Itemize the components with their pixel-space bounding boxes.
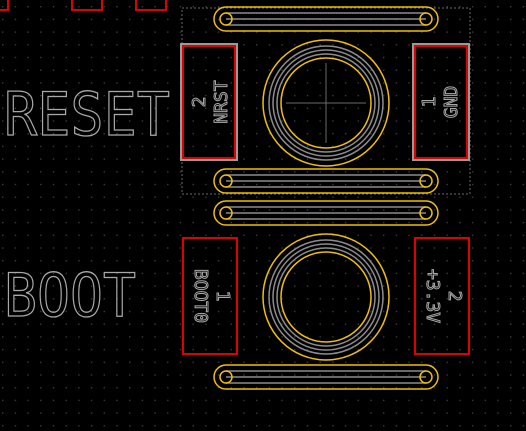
- boot-label: BOOT: [4, 261, 136, 331]
- reset-pad-left[interactable]: 2 NRST: [180, 43, 238, 161]
- top-partial-pads: [0, 0, 167, 11]
- boot-button-circle: [262, 233, 390, 361]
- pad-net-name: GND: [441, 86, 462, 119]
- boot-switch-footprint[interactable]: BOOT0 1 +3.3V 2: [182, 200, 470, 390]
- crosshair-icon: [286, 63, 366, 143]
- pad-number: 2: [189, 97, 210, 108]
- pad-net-name: BOOT0: [190, 269, 211, 323]
- reset-pad-right[interactable]: 1 GND: [412, 43, 470, 161]
- partial-pad: [71, 0, 103, 11]
- pad-number: 2: [444, 291, 465, 302]
- courtyard-bar-bottom: [213, 364, 439, 390]
- reset-label: RESET: [4, 80, 170, 150]
- courtyard-bar-bottom: [213, 168, 439, 194]
- partial-pad: [135, 0, 167, 11]
- boot-pad-left[interactable]: BOOT0 1: [182, 237, 238, 355]
- pad-net-name: +3.3V: [422, 269, 443, 323]
- boot-pad-right[interactable]: +3.3V 2: [414, 237, 470, 355]
- pad-net-name: NRST: [211, 80, 232, 124]
- courtyard-bar-top: [213, 200, 439, 226]
- reset-switch-footprint[interactable]: 2 NRST 1 GND: [180, 6, 471, 195]
- courtyard-bar-top: [213, 6, 439, 32]
- pad-number: 1: [419, 97, 440, 108]
- reset-button-circle: [262, 39, 390, 167]
- pad-number: 1: [212, 291, 233, 302]
